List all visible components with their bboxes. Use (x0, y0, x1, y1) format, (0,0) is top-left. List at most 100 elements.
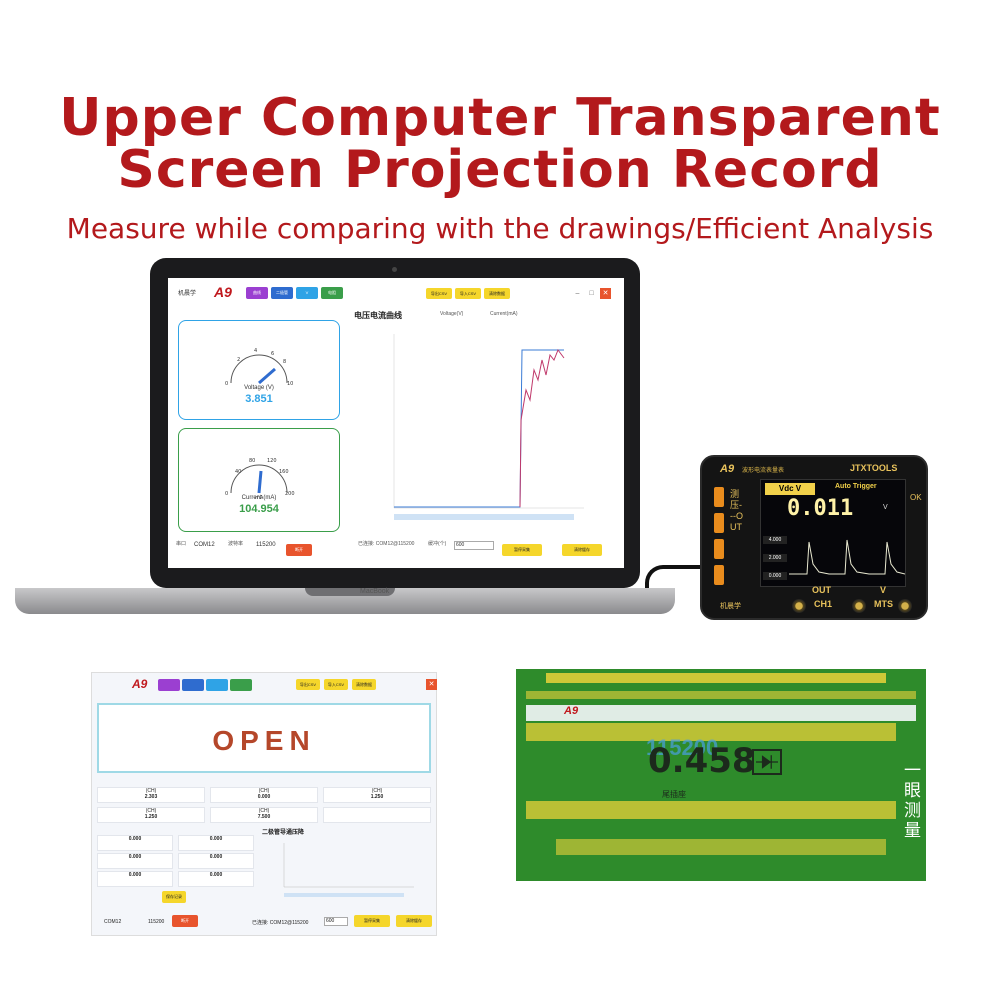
device-button-1[interactable] (714, 487, 724, 507)
laptop-brand: MacBook (360, 588, 390, 595)
current-gauge-icon: 0 40 80 120 160 200 mA (225, 458, 295, 501)
device-ok-label: OK (910, 493, 922, 502)
small-cell-1: 0.000 (97, 835, 173, 851)
camera-icon (392, 267, 397, 272)
a9-device: A9 波形电流表量表 JTXTOOLS 测压---OUT OK Vdc V Au… (700, 455, 928, 620)
device-mode-unit: V (795, 484, 802, 493)
device-mode-label: Vdc (778, 484, 794, 493)
mode-curve-button[interactable]: 曲线 (246, 287, 268, 299)
diode-chart (283, 843, 414, 897)
pcb-pads-row-3 (526, 723, 896, 741)
device-subtitle: 波形电流表量表 (742, 468, 785, 474)
buffer-input[interactable]: 600 (454, 541, 494, 550)
pcb-pads-row-1 (546, 673, 886, 683)
device-button-3[interactable] (714, 539, 724, 559)
buffer-label: 缓冲(个) (428, 541, 447, 547)
current-unit: mA (255, 495, 264, 501)
pcb-model: A9 (564, 705, 579, 717)
mode-resistance-button[interactable]: 电阻 (321, 287, 343, 299)
clear-cache-button[interactable]: 清除缓存 (562, 544, 602, 556)
open-mode-resistance[interactable] (230, 679, 252, 691)
value-cell-4: (CH)1.250 (97, 807, 205, 823)
device-scale-top: 4.000 (763, 536, 787, 544)
disconnect-button[interactable]: 断开 (286, 544, 312, 556)
device-screen: Vdc V Auto Trigger 0.011 V 4.000 2.000 0… (760, 479, 906, 587)
pcb-pads-row-2 (526, 691, 916, 699)
pcb-part-name: 尾插座 (662, 790, 686, 799)
export-csv-button[interactable]: 导出CSV (426, 288, 452, 299)
ch1-tag: CH1 (814, 599, 833, 609)
app-model: A9 (214, 284, 232, 300)
mode-voltage-button[interactable]: V (296, 287, 318, 299)
open-import-button[interactable]: 导入CSV (324, 679, 348, 690)
device-waveform (789, 539, 905, 575)
value-cell-5: (CH)7.500 (210, 807, 318, 823)
port-label: 串口 (176, 541, 187, 547)
port-v-label: V (880, 585, 887, 595)
device-side-label: 测压---OUT (730, 489, 743, 532)
device-button-2[interactable] (714, 513, 724, 533)
diode-icon (752, 749, 782, 775)
port-mts-icon (898, 599, 912, 613)
open-clear-button[interactable]: 清除数据 (352, 679, 376, 690)
legend-voltage: Voltage(V) (440, 311, 464, 317)
maximize-icon[interactable]: □ (589, 290, 594, 297)
current-label: Current (mA) (241, 495, 277, 501)
small-cell-6: 0.000 (178, 871, 254, 887)
open-buffer-input[interactable]: 600 (324, 917, 348, 926)
device-model: A9 (720, 463, 735, 475)
save-record-button[interactable]: 保存记录 (162, 891, 186, 903)
device-scale-mid: 2.000 (763, 554, 787, 562)
pcb-overlay: A9 115200 0.458 尾插座 一眼测量 (516, 669, 926, 881)
mts-tag: MTS (874, 599, 893, 609)
svg-text:4: 4 (254, 348, 257, 354)
svg-text:160: 160 (279, 469, 289, 475)
headline-line-2: Screen Projection Record (117, 140, 883, 200)
open-export-button[interactable]: 导出CSV (296, 679, 320, 690)
port-value[interactable]: COM12 (194, 542, 215, 548)
open-window-model: A9 (132, 677, 148, 691)
pcb-pads-row-4 (526, 801, 896, 819)
port-out-label: OUT (812, 585, 831, 595)
open-pause-button[interactable]: 暂停采集 (354, 915, 390, 927)
headline-line-1: Upper Computer Transparent (59, 88, 941, 148)
pcb-side-text: 一眼测量 (904, 761, 921, 840)
open-clear-cache-button[interactable]: 清除缓存 (396, 915, 432, 927)
open-baud-value: 115200 (148, 919, 165, 925)
pcb-reading: 0.458 (648, 741, 756, 781)
value-cell-1: (CH)2.303 (97, 787, 205, 803)
svg-text:40: 40 (235, 469, 241, 475)
close-icon[interactable]: ✕ (600, 288, 611, 299)
port-out-icon (792, 599, 806, 613)
usb-cable (645, 565, 715, 603)
small-cell-5: 0.000 (97, 871, 173, 887)
device-button-4[interactable] (714, 565, 724, 585)
legend-current: Current(mA) (490, 311, 518, 317)
baud-value[interactable]: 115200 (256, 542, 276, 548)
open-mode-curve[interactable] (158, 679, 180, 691)
svg-text:2: 2 (237, 357, 240, 363)
small-cell-3: 0.000 (97, 853, 173, 869)
chart-title: 电压电流曲线 (354, 311, 402, 320)
minimize-icon[interactable]: – (575, 290, 580, 297)
device-mode: Vdc V (765, 483, 815, 495)
device-reading: 0.011 (787, 496, 854, 521)
svg-text:8: 8 (283, 359, 286, 365)
pause-button[interactable]: 暂停采集 (502, 544, 542, 556)
open-window: A9 导出CSV 导入CSV 清除数据 ✕ OPEN (CH)2.303 (CH… (91, 672, 437, 936)
open-mode-diode[interactable] (182, 679, 204, 691)
open-mode-voltage[interactable] (206, 679, 228, 691)
current-gauge-card: 0 40 80 120 160 200 mA Current (mA) 104.… (178, 428, 340, 532)
device-maker: 机晨学 (720, 603, 741, 610)
open-disconnect-button[interactable]: 断开 (172, 915, 198, 927)
svg-text:6: 6 (271, 351, 274, 357)
mode-diode-button[interactable]: 二极管 (271, 287, 293, 299)
port-v-icon (852, 599, 866, 613)
app-logo: 机晨学 (178, 291, 197, 297)
clear-data-button[interactable]: 清除数据 (484, 288, 510, 299)
import-csv-button[interactable]: 导入CSV (455, 288, 481, 299)
value-cell-6 (323, 807, 431, 823)
open-close-icon[interactable]: ✕ (426, 679, 437, 690)
value-cell-2: (CH)0.000 (210, 787, 318, 803)
svg-text:0: 0 (225, 491, 228, 497)
